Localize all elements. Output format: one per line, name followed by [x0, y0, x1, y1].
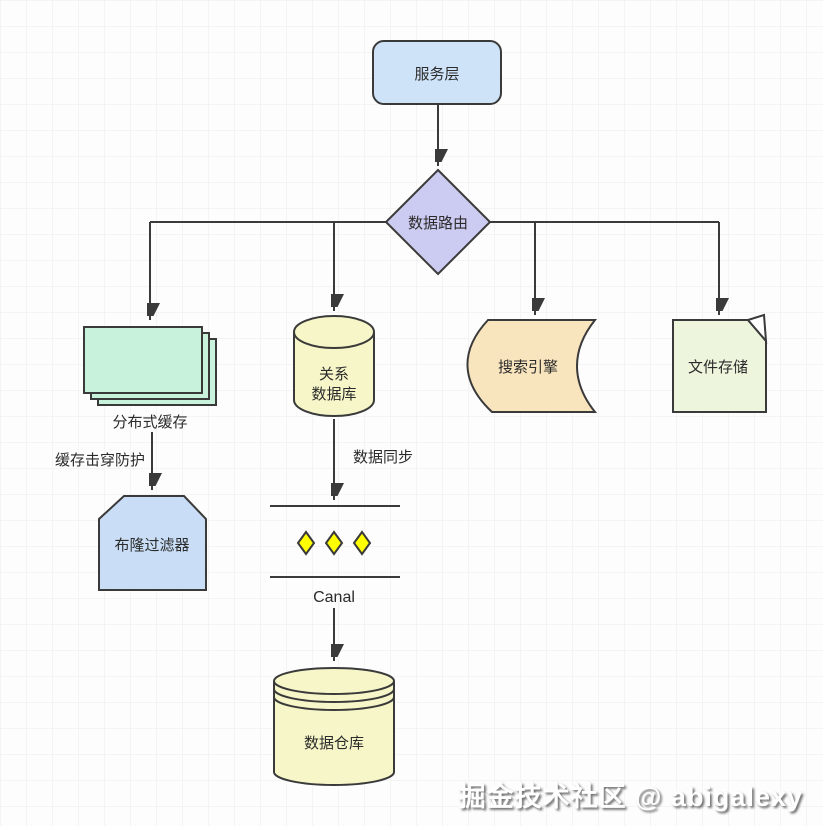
canal-diamond-icon [296, 530, 316, 556]
service-layer-label: 服务层 [414, 66, 459, 83]
data-warehouse-body [273, 681, 395, 786]
file-storage-label: 文件存储 [688, 359, 748, 376]
node-canal: Canal [270, 505, 400, 606]
canal-diamond-icon [324, 530, 344, 556]
data-router-label: 数据路由 [408, 215, 468, 232]
service-layer-shape [372, 40, 502, 105]
node-service-layer: 服务层 [372, 40, 502, 105]
file-storage-shape [672, 319, 767, 413]
node-relational-db: 关系 数据库 [293, 315, 375, 417]
edge-label-data-sync: 数据同步 [353, 449, 413, 466]
node-data-warehouse: 数据仓库 [273, 667, 395, 786]
canal-label: Canal [313, 589, 355, 606]
connectors [150, 105, 719, 661]
data-warehouse-ring [273, 696, 395, 711]
data-warehouse-top [273, 667, 395, 695]
data-warehouse-ring [273, 688, 395, 703]
bloom-filter-label: 布隆过滤器 [114, 537, 189, 554]
relational-db-top [293, 315, 375, 349]
node-data-router: 数据路由 [384, 168, 492, 276]
node-bloom-filter: 布隆过滤器 [98, 495, 207, 591]
search-engine-shape [466, 319, 598, 413]
node-file-storage: 文件存储 [672, 313, 768, 413]
search-engine-label: 搜索引擎 [498, 359, 558, 376]
canal-diamond-icon [352, 530, 372, 556]
data-router-shape [384, 168, 492, 276]
relational-db-label-line2: 数据库 [311, 386, 356, 403]
distributed-cache-label: 分布式缓存 [112, 414, 187, 431]
file-storage-fold-corner-icon [746, 313, 768, 344]
community-watermark: 掘金技术社区 @ abigalexy [458, 782, 803, 812]
data-warehouse-label: 数据仓库 [304, 735, 364, 752]
bloom-filter-shape [98, 495, 207, 591]
relational-db-label-line1: 关系 [319, 366, 349, 383]
relational-db-body [293, 332, 375, 417]
node-search-engine: 搜索引擎 [466, 319, 598, 413]
edge-label-cache-protection: 缓存击穿防护 [55, 452, 145, 469]
cache-stack-layer-front [83, 326, 203, 394]
node-distributed-cache: 分布式缓存 [83, 326, 217, 431]
